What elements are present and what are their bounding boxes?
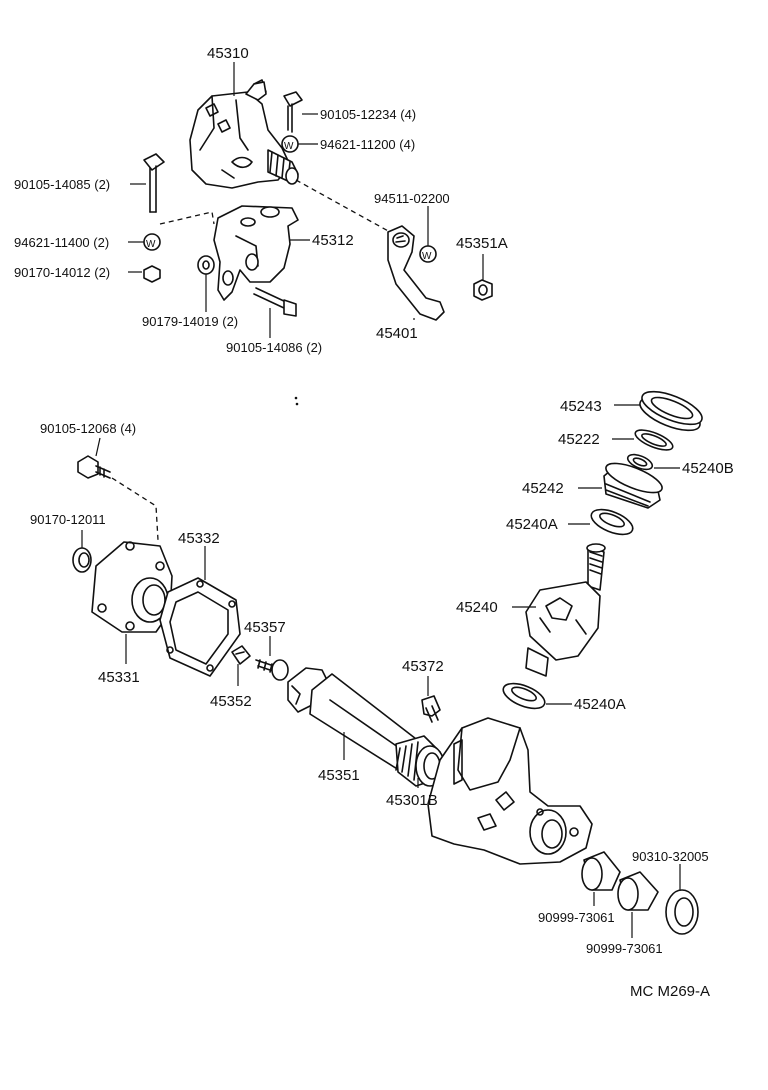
label-90105-14085: 90105-14085 (2)	[14, 177, 110, 192]
print-speck	[294, 396, 298, 400]
install-guide-line-c	[111, 477, 159, 541]
bearing-45240A-bottom	[502, 682, 546, 710]
bolt-90105-12068	[77, 455, 111, 479]
bolt-90105-12234	[283, 91, 303, 133]
label-45240A-top: 45240A	[506, 516, 558, 533]
label-94511-02200: 94511-02200	[374, 191, 450, 206]
label-90999-73061-a: 90999-73061	[538, 910, 615, 925]
svg-text:W: W	[146, 239, 156, 250]
gear-housing-45310	[189, 79, 299, 189]
bracket-45312	[213, 205, 299, 301]
install-guide-line-b	[295, 179, 391, 233]
cover-45331	[91, 541, 173, 633]
bearing-45240B	[626, 453, 654, 471]
svg-text:W: W	[284, 141, 294, 152]
label-90310-32005: 90310-32005	[632, 849, 709, 864]
pitman-arm-45401	[387, 225, 445, 321]
label-90105-12234: 90105-12234 (4)	[320, 107, 416, 122]
oil-seal-90310-32005	[665, 889, 699, 935]
locknut-45352	[231, 645, 251, 665]
bolt-90105-14085	[143, 153, 165, 213]
label-45240: 45240	[456, 599, 498, 616]
leader-90105-12068	[95, 437, 101, 457]
label-45240A-bottom: 45240A	[574, 696, 626, 713]
nut-90170-12011	[72, 547, 92, 573]
bushing-90999-73061-b	[617, 871, 659, 911]
label-90105-14086: 90105-14086 (2)	[226, 340, 322, 355]
label-45242: 45242	[522, 480, 564, 497]
worm-shaft-45240	[525, 543, 606, 677]
label-90170-12011: 90170-12011	[30, 512, 106, 527]
label-90170-14012: 90170-14012 (2)	[14, 265, 110, 280]
label-45243: 45243	[560, 398, 602, 415]
bushing-90999-73061-a	[581, 851, 621, 891]
label-90105-12068: 90105-12068 (4)	[40, 421, 136, 436]
label-94621-11400: 94621-11400 (2)	[14, 235, 109, 250]
label-94621-11200: 94621-11200 (4)	[320, 137, 415, 152]
washer-94511-02200: W	[419, 245, 437, 263]
print-speck	[295, 402, 299, 406]
label-45312: 45312	[312, 232, 354, 249]
label-45357: 45357	[244, 619, 286, 636]
seal-45222	[634, 429, 674, 451]
label-90179-14019: 90179-14019 (2)	[142, 314, 238, 329]
washer-94621-11200: W	[281, 135, 299, 153]
label-90999-73061-b: 90999-73061	[586, 941, 663, 956]
bearing-45240A-top	[590, 508, 634, 536]
label-45310: 45310	[207, 45, 249, 62]
plug-45372	[421, 695, 441, 723]
gear-housing-45301B	[427, 717, 593, 865]
svg-text:W: W	[422, 251, 432, 262]
washer-94621-11400: W	[143, 233, 161, 251]
nut-90170-14012	[143, 265, 161, 283]
adjusting-screw-45357	[255, 659, 289, 681]
label-45401: 45401	[376, 325, 418, 342]
figure-code: MC M269-A	[630, 983, 710, 1000]
locknut-45243	[639, 390, 703, 432]
nut-45351A	[473, 279, 493, 301]
label-45301B: 45301B	[386, 792, 438, 809]
bolt-90105-14086	[253, 287, 297, 317]
label-45222: 45222	[558, 431, 600, 448]
label-45352: 45352	[210, 693, 252, 710]
label-45351A: 45351A	[456, 235, 508, 252]
adjusting-screw-45242	[603, 462, 663, 509]
sector-shaft-45351	[287, 667, 445, 787]
gasket-45332	[159, 577, 241, 677]
label-45331: 45331	[98, 669, 140, 686]
install-guide-line-a	[159, 211, 215, 225]
label-45372: 45372	[402, 658, 444, 675]
label-45240B: 45240B	[682, 460, 734, 477]
label-45332: 45332	[178, 530, 220, 547]
label-45351: 45351	[318, 767, 360, 784]
washer-90179-14019	[197, 255, 215, 275]
